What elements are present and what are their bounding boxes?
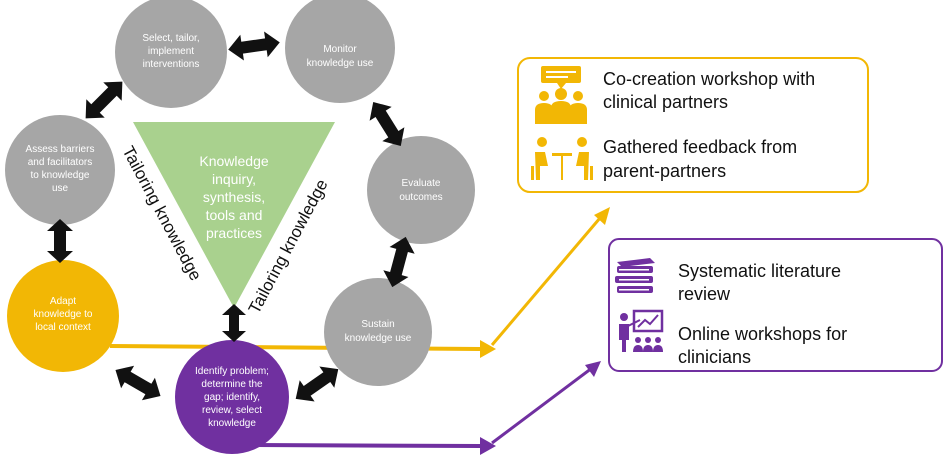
double-arrow-adapt-assess-icon: [47, 219, 73, 263]
cycle-monitor-line2: knowledge use: [307, 58, 374, 69]
purple-diagonal-arrowhead-icon: [585, 361, 601, 377]
funnel-line4: tools and: [206, 207, 263, 223]
cycle-select-line3: interventions: [143, 59, 200, 70]
cycle-assess-line2: and facilitators: [28, 157, 92, 168]
feedback-table-icon: [531, 137, 593, 180]
funnel-line3: synthesis,: [203, 189, 265, 205]
cycle-assess-line3: to knowledge: [31, 170, 90, 181]
cycle-adapt-line1: Adapt: [50, 296, 76, 307]
cycle-identify-line2: determine the: [201, 379, 263, 390]
double-arrow-identify-adapt-icon: [115, 365, 161, 401]
double-arrow-sustain-identify-icon: [295, 366, 339, 402]
books-icon: [615, 258, 655, 293]
cycle-identify-line5: knowledge: [208, 418, 256, 429]
purple-arrowhead-icon: [480, 437, 496, 455]
purple-item1-line2: review: [678, 284, 731, 304]
purple-flow: [239, 361, 601, 455]
yellow-arrowhead-icon: [480, 340, 496, 358]
knowledge-funnel: Knowledge inquiry, synthesis, tools and …: [133, 122, 335, 308]
meeting-icon: [535, 66, 587, 124]
double-arrow-funnel-identify-icon: [222, 304, 246, 342]
cycle-identify-line1: Identify problem;: [195, 366, 269, 377]
double-arrow-monitor-evaluate-icon: [369, 101, 405, 147]
cycle-monitor-line1: Monitor: [323, 44, 357, 55]
cycle-identify-line4: review, select: [202, 405, 262, 416]
funnel-line1: Knowledge: [199, 153, 268, 169]
cycle-circle-adapt: Adapt knowledge to local context: [7, 260, 119, 372]
cycle-adapt-line3: local context: [35, 322, 91, 333]
funnel-line2: inquiry,: [212, 171, 256, 187]
cycle-circle-evaluate: Evaluate outcomes: [367, 136, 475, 244]
purple-item2-line2: clinicians: [678, 347, 751, 367]
yellow-item2-line1: Gathered feedback from: [603, 137, 797, 157]
cycle-circle-monitor: Monitor knowledge use: [285, 0, 395, 103]
cycle-sustain-line1: Sustain: [361, 319, 394, 330]
yellow-item1-line2: clinical partners: [603, 92, 728, 112]
cycle-select-line2: implement: [148, 46, 194, 57]
yellow-diagonal-arrowhead-icon: [594, 207, 610, 225]
presentation-icon: [619, 309, 664, 352]
cycle-assess-line1: Assess barriers: [26, 144, 95, 155]
cycle-select-line1: Select, tailor,: [142, 33, 199, 44]
funnel-line5: practices: [206, 225, 262, 241]
yellow-item1-line1: Co-creation workshop with: [603, 69, 815, 89]
double-arrow-select-monitor-icon: [228, 31, 280, 61]
cycle-evaluate-line2: outcomes: [399, 192, 442, 203]
double-arrow-evaluate-sustain-icon: [383, 236, 415, 288]
cycle-circle-select: Select, tailor, implement interventions: [115, 0, 227, 108]
cycle-evaluate-line1: Evaluate: [402, 178, 441, 189]
cycle-identify-line3: gap; identify,: [204, 392, 260, 403]
purple-activities-box: Systematic literature review Online work…: [608, 238, 943, 372]
cycle-circle-identify: Identify problem; determine the gap; ide…: [175, 340, 289, 454]
cycle-assess-line4: use: [52, 183, 69, 194]
cycle-circle-sustain: Sustain knowledge use: [324, 278, 432, 386]
yellow-activities-box: Co-creation workshop with clinical partn…: [517, 57, 869, 193]
cycle-circle-assess: Assess barriers and facilitators to know…: [5, 115, 115, 225]
yellow-item2-line2: parent-partners: [603, 161, 726, 181]
purple-item2-line1: Online workshops for: [678, 324, 847, 344]
cycle-sustain-line2: knowledge use: [345, 333, 412, 344]
double-arrows: [47, 31, 415, 402]
cycle-adapt-line2: knowledge to: [34, 309, 93, 320]
purple-item1-line1: Systematic literature: [678, 261, 841, 281]
double-arrow-assess-select-icon: [85, 81, 123, 119]
